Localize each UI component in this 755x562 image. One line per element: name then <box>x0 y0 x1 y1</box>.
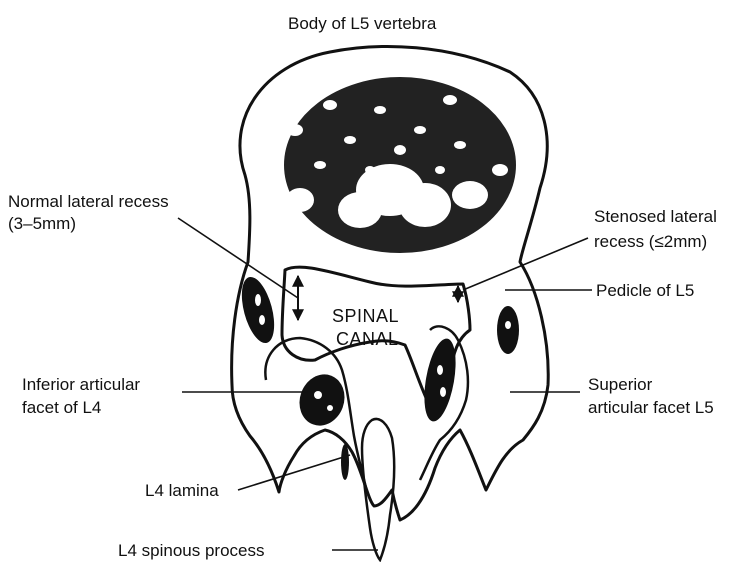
lamina-label: L4 lamina <box>145 481 219 501</box>
leader-normal-recess <box>178 218 298 298</box>
spinous-process-label: L4 spinous process <box>118 541 264 561</box>
leader-lamina <box>238 455 350 490</box>
superior-facet-label-line1: Superior <box>588 375 652 395</box>
normal-recess-label-line2: (3–5mm) <box>8 214 76 234</box>
stenosed-recess-label-line2: recess (≤2mm) <box>594 232 707 252</box>
pedicle-label: Pedicle of L5 <box>596 281 694 301</box>
spinal-canal-label-line2: CANAL <box>336 329 399 349</box>
superior-facet-label-line2: articular facet L5 <box>588 398 714 418</box>
normal-recess-label-line1: Normal lateral recess <box>8 192 169 212</box>
title-label: Body of L5 vertebra <box>288 14 436 34</box>
inferior-facet-label-line1: Inferior articular <box>22 375 140 395</box>
stenosed-recess-label-line1: Stenosed lateral <box>594 207 717 227</box>
inferior-facet-label-line2: facet of L4 <box>22 398 101 418</box>
spinal-canal-label-line1: SPINAL <box>332 306 399 326</box>
cancellous-bone-facets <box>236 274 519 480</box>
cancellous-bone-body <box>282 75 518 255</box>
